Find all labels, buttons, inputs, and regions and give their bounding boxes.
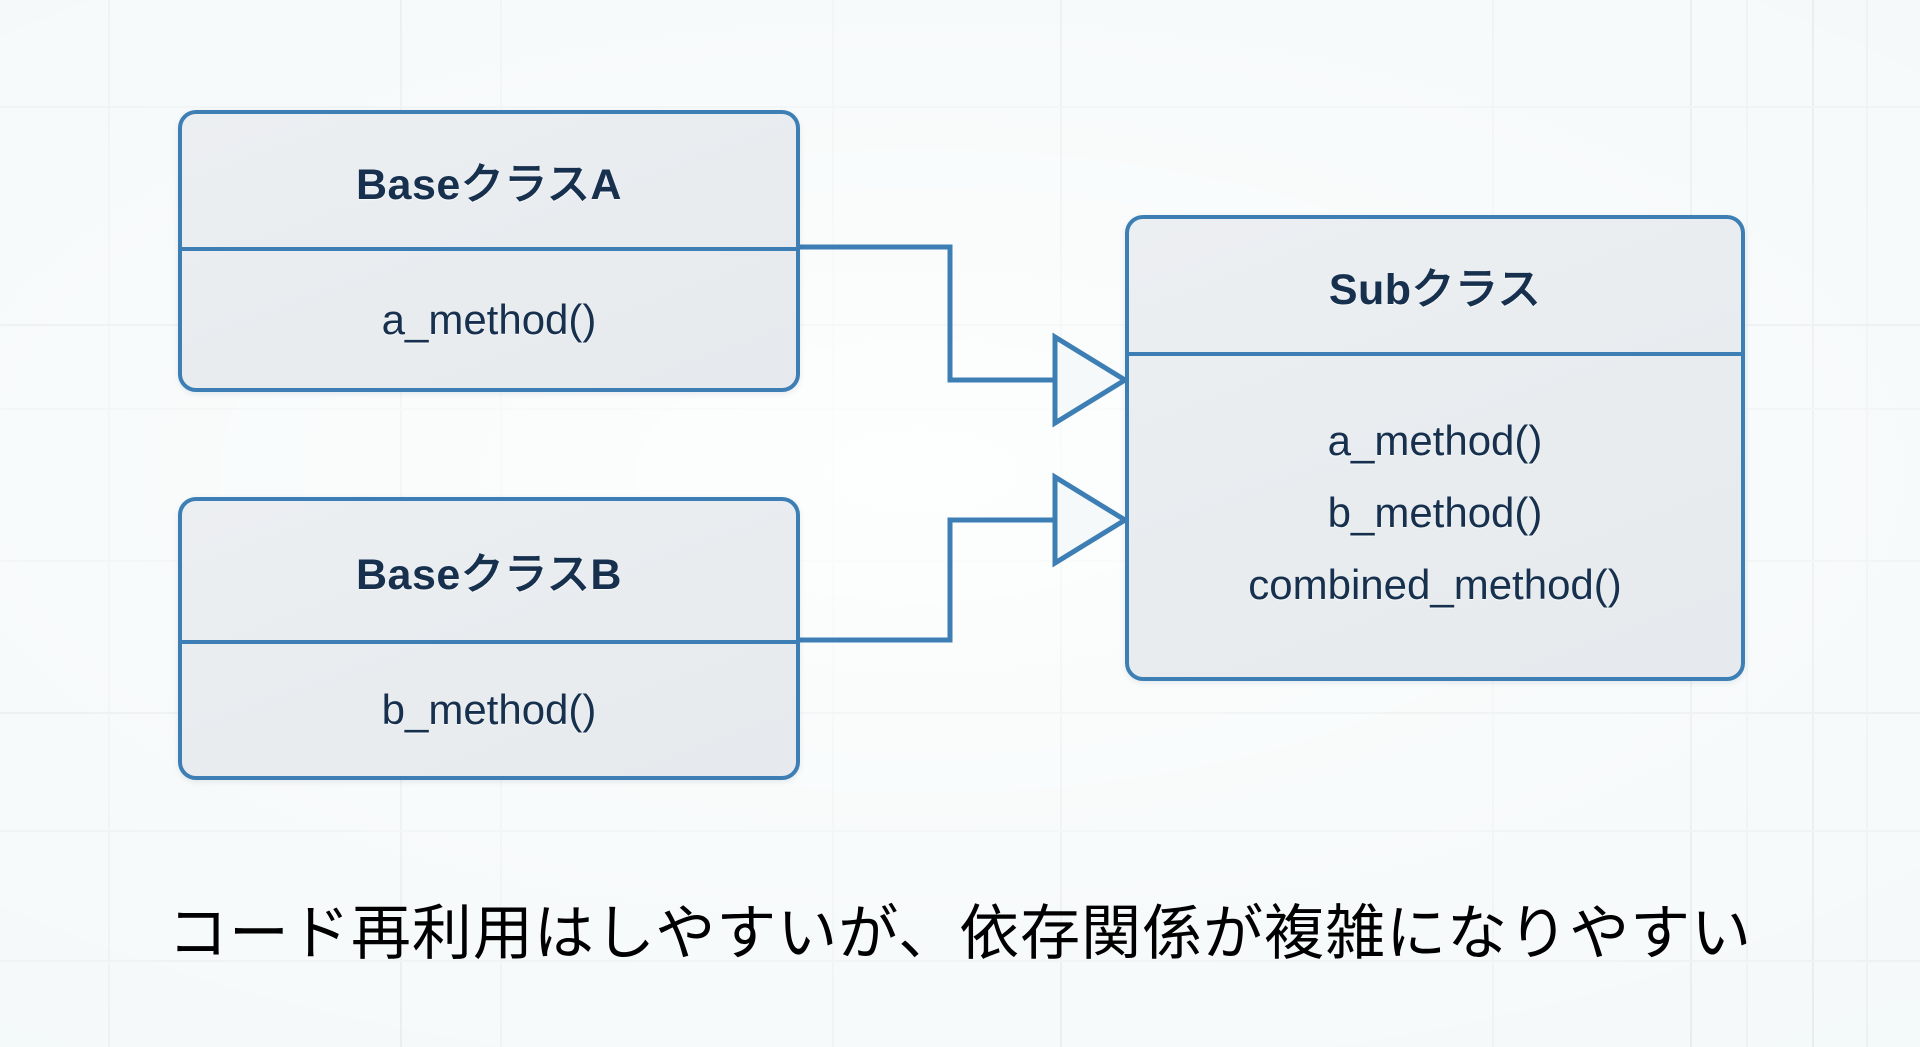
class-box-sub[interactable]: Subクラス a_method() b_method() combined_me… [1125, 215, 1745, 681]
arrowhead-base-a [1052, 332, 1130, 428]
class-divider-base-a [182, 247, 796, 251]
method-item: a_method() [1327, 416, 1543, 464]
class-box-base-a[interactable]: BaseクラスA a_method() [178, 110, 800, 392]
arrow-line-base-b [800, 517, 1055, 643]
arrow-base-a-to-sub [800, 244, 1130, 428]
class-divider-sub [1129, 352, 1741, 356]
arrow-base-b-to-sub [800, 472, 1130, 643]
diagram-caption: コード再利用はしやすいが、依存関係が複雑になりやすい [167, 900, 1753, 967]
arrow-line-base-a [800, 244, 1055, 383]
method-item: b_method() [381, 686, 597, 733]
arrowhead-base-b [1052, 472, 1130, 568]
class-methods-base-b: b_method() [182, 644, 796, 776]
method-item: b_method() [1327, 488, 1543, 536]
class-title-base-b: BaseクラスB [356, 550, 622, 599]
class-title-base-a: BaseクラスA [356, 160, 622, 209]
class-divider-base-b [182, 640, 796, 644]
class-methods-base-a: a_method() [182, 251, 796, 388]
class-box-base-b[interactable]: BaseクラスB b_method() [178, 497, 800, 780]
class-methods-sub: a_method() b_method() combined_method() [1129, 356, 1741, 677]
class-title-sub: Subクラス [1328, 265, 1542, 314]
method-item: combined_method() [1248, 560, 1622, 608]
method-item: a_method() [381, 295, 597, 343]
